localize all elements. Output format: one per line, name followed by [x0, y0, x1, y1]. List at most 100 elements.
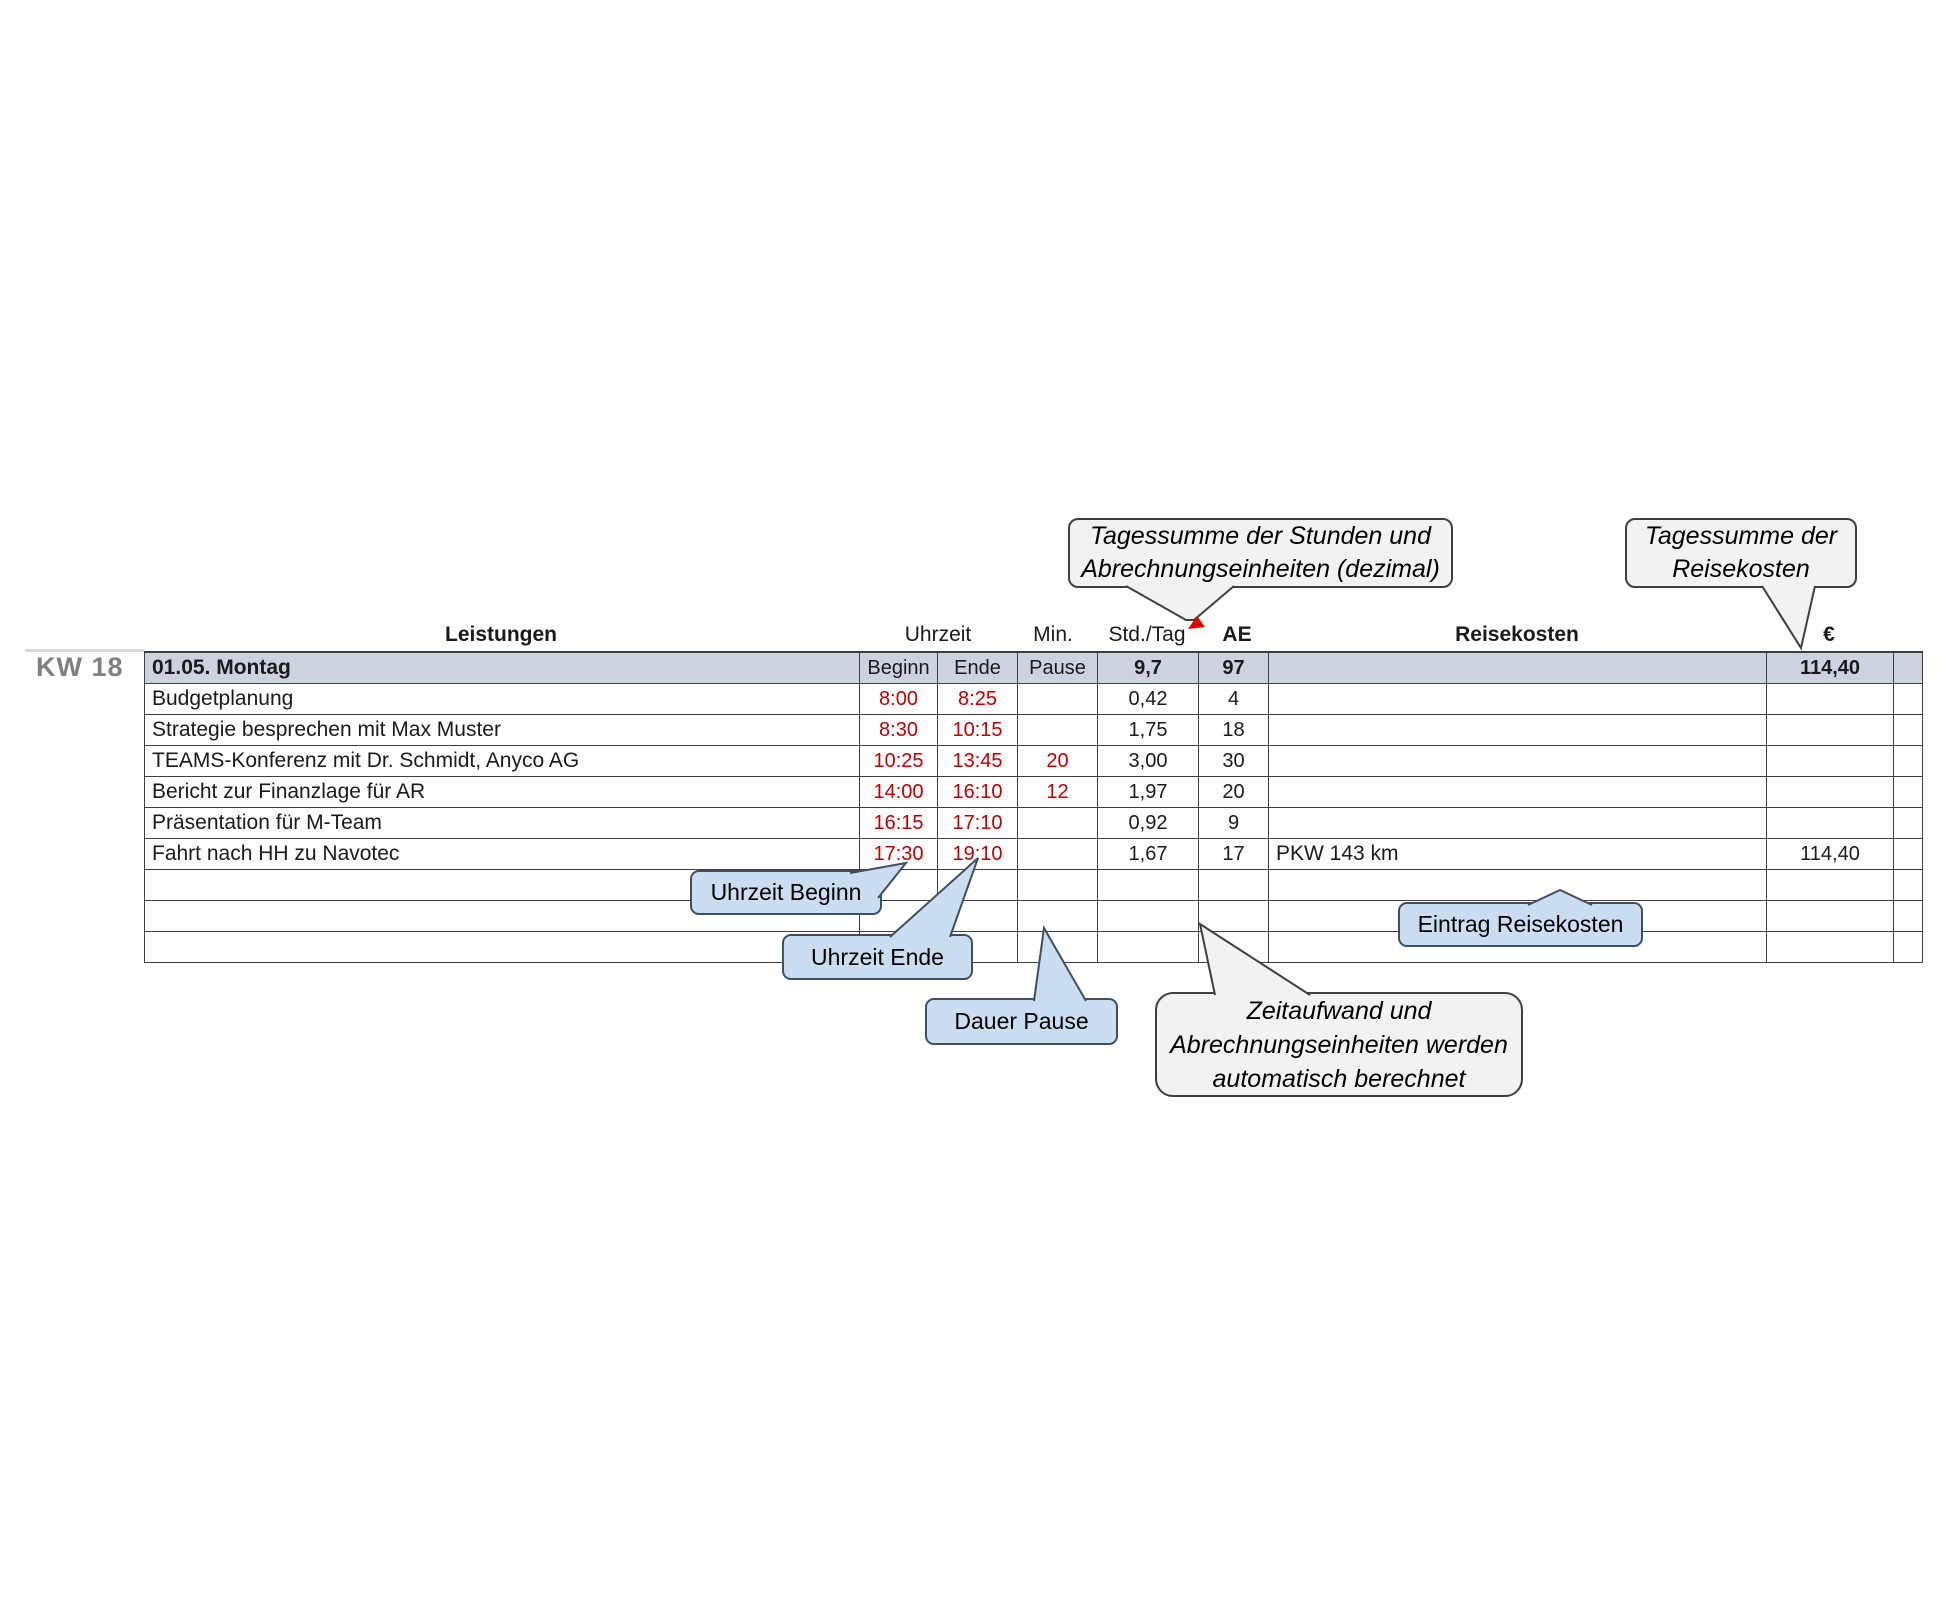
reisekosten-cell[interactable]: [1268, 807, 1767, 839]
ende-cell[interactable]: [937, 900, 1018, 932]
leistung-cell[interactable]: Strategie besprechen mit Max Muster: [144, 714, 860, 746]
ae-cell[interactable]: 9: [1198, 807, 1269, 839]
day-label-cell[interactable]: 01.05. Montag: [144, 651, 860, 684]
ae-cell[interactable]: 30: [1198, 745, 1269, 777]
rest-cell[interactable]: [1893, 900, 1923, 932]
rest-cell[interactable]: [1893, 745, 1923, 777]
rest-cell[interactable]: [1893, 838, 1923, 870]
pause-cell[interactable]: [1017, 838, 1098, 870]
ende-cell[interactable]: 8:25: [937, 683, 1018, 715]
reisekosten-cell[interactable]: [1268, 714, 1767, 746]
std-tag-cell[interactable]: 3,00: [1097, 745, 1199, 777]
pause-cell[interactable]: [1017, 807, 1098, 839]
rest-cell[interactable]: [1893, 683, 1923, 715]
euro-cell[interactable]: [1766, 714, 1894, 746]
timesheet-row: TEAMS-Konferenz mit Dr. Schmidt, Anyco A…: [144, 745, 1923, 777]
beginn-cell[interactable]: 14:00: [859, 776, 938, 808]
rest-cell[interactable]: [1893, 807, 1923, 839]
callout-dauer-pause: Dauer Pause: [925, 998, 1118, 1045]
rest-cell[interactable]: [1893, 714, 1923, 746]
day-sum-ae-cell[interactable]: 97: [1198, 651, 1269, 684]
leistung-cell[interactable]: TEAMS-Konferenz mit Dr. Schmidt, Anyco A…: [144, 745, 860, 777]
euro-cell[interactable]: [1766, 683, 1894, 715]
leistung-cell[interactable]: Präsentation für M-Team: [144, 807, 860, 839]
pause-cell[interactable]: [1017, 900, 1098, 932]
column-header-uhrzeit: Uhrzeit: [904, 623, 972, 646]
day-reisekosten-cell[interactable]: [1268, 651, 1767, 684]
euro-cell[interactable]: [1766, 745, 1894, 777]
pause-cell[interactable]: 12: [1017, 776, 1098, 808]
timesheet-row: Strategie besprechen mit Max Muster 8:30…: [144, 714, 1923, 746]
pause-cell[interactable]: [1017, 714, 1098, 746]
beginn-cell[interactable]: 8:30: [859, 714, 938, 746]
euro-cell[interactable]: [1766, 931, 1894, 963]
ende-cell[interactable]: 16:10: [937, 776, 1018, 808]
beginn-cell[interactable]: 17:30: [859, 838, 938, 870]
pause-cell[interactable]: [1017, 931, 1098, 963]
calendar-week-label: KW 18: [36, 652, 124, 682]
euro-cell[interactable]: [1766, 807, 1894, 839]
ae-cell[interactable]: 20: [1198, 776, 1269, 808]
pause-cell[interactable]: [1017, 683, 1098, 715]
rest-cell[interactable]: [1893, 869, 1923, 901]
ende-cell[interactable]: [937, 869, 1018, 901]
leistung-cell[interactable]: Bericht zur Finanzlage für AR: [144, 776, 860, 808]
pause-subheader-cell[interactable]: Pause: [1017, 651, 1098, 684]
ende-cell[interactable]: 13:45: [937, 745, 1018, 777]
reisekosten-cell[interactable]: PKW 143 km: [1268, 838, 1767, 870]
ae-cell[interactable]: 4: [1198, 683, 1269, 715]
callout-line: Tagessumme der: [1644, 522, 1838, 550]
pause-cell[interactable]: 20: [1017, 745, 1098, 777]
pause-cell[interactable]: [1017, 869, 1098, 901]
timesheet-row: Bericht zur Finanzlage für AR 14:00 16:1…: [144, 776, 1923, 808]
callout-tail: [1125, 585, 1235, 621]
std-tag-cell[interactable]: 1,75: [1097, 714, 1199, 746]
callout-tail: [1761, 585, 1816, 651]
beginn-cell[interactable]: 16:15: [859, 807, 938, 839]
reisekosten-cell[interactable]: [1268, 683, 1767, 715]
std-tag-cell[interactable]: 0,42: [1097, 683, 1199, 715]
reisekosten-cell[interactable]: [1268, 745, 1767, 777]
timesheet-row: [144, 931, 1923, 963]
column-header-reisekosten: Reisekosten: [1455, 623, 1579, 646]
day-rest-cell[interactable]: [1893, 651, 1923, 684]
ende-cell[interactable]: 10:15: [937, 714, 1018, 746]
ae-cell[interactable]: 17: [1198, 838, 1269, 870]
beginn-cell[interactable]: 10:25: [859, 745, 938, 777]
leistung-cell[interactable]: Budgetplanung: [144, 683, 860, 715]
euro-cell[interactable]: [1766, 900, 1894, 932]
ende-cell[interactable]: 19:10: [937, 838, 1018, 870]
beginn-cell[interactable]: 8:00: [859, 683, 938, 715]
ae-cell[interactable]: [1198, 931, 1269, 963]
rest-cell[interactable]: [1893, 931, 1923, 963]
std-tag-cell[interactable]: [1097, 869, 1199, 901]
euro-cell[interactable]: 114,40: [1766, 838, 1894, 870]
euro-cell[interactable]: [1766, 776, 1894, 808]
day-summary-row: 01.05. Montag Beginn Ende Pause 9,7 97 1…: [144, 651, 1923, 684]
std-tag-cell[interactable]: 0,92: [1097, 807, 1199, 839]
ae-cell[interactable]: [1198, 900, 1269, 932]
callout-line: Dauer Pause: [954, 1008, 1089, 1034]
std-tag-cell[interactable]: [1097, 900, 1199, 932]
day-sum-std-cell[interactable]: 9,7: [1097, 651, 1199, 684]
column-header-leistungen: Leistungen: [444, 623, 558, 646]
column-header-ae: AE: [1222, 623, 1252, 646]
euro-cell[interactable]: [1766, 869, 1894, 901]
reisekosten-cell[interactable]: [1268, 869, 1767, 901]
day-sum-euro-cell[interactable]: 114,40: [1766, 651, 1894, 684]
leistung-cell[interactable]: [144, 931, 860, 963]
ae-cell[interactable]: 18: [1198, 714, 1269, 746]
std-tag-cell[interactable]: 1,97: [1097, 776, 1199, 808]
ae-cell[interactable]: [1198, 869, 1269, 901]
callout-line: Tagessumme der Stunden und: [1090, 522, 1431, 550]
callout-line: Reisekosten: [1672, 555, 1810, 583]
std-tag-cell[interactable]: [1097, 931, 1199, 963]
callout-auto-berechnet: Zeitaufwand und Abrechnungseinheiten wer…: [1155, 992, 1523, 1097]
ende-cell[interactable]: 17:10: [937, 807, 1018, 839]
ende-subheader-cell[interactable]: Ende: [937, 651, 1018, 684]
beginn-subheader-cell[interactable]: Beginn: [859, 651, 938, 684]
std-tag-cell[interactable]: 1,67: [1097, 838, 1199, 870]
rest-cell[interactable]: [1893, 776, 1923, 808]
reisekosten-cell[interactable]: [1268, 776, 1767, 808]
leistung-cell[interactable]: Fahrt nach HH zu Navotec: [144, 838, 860, 870]
